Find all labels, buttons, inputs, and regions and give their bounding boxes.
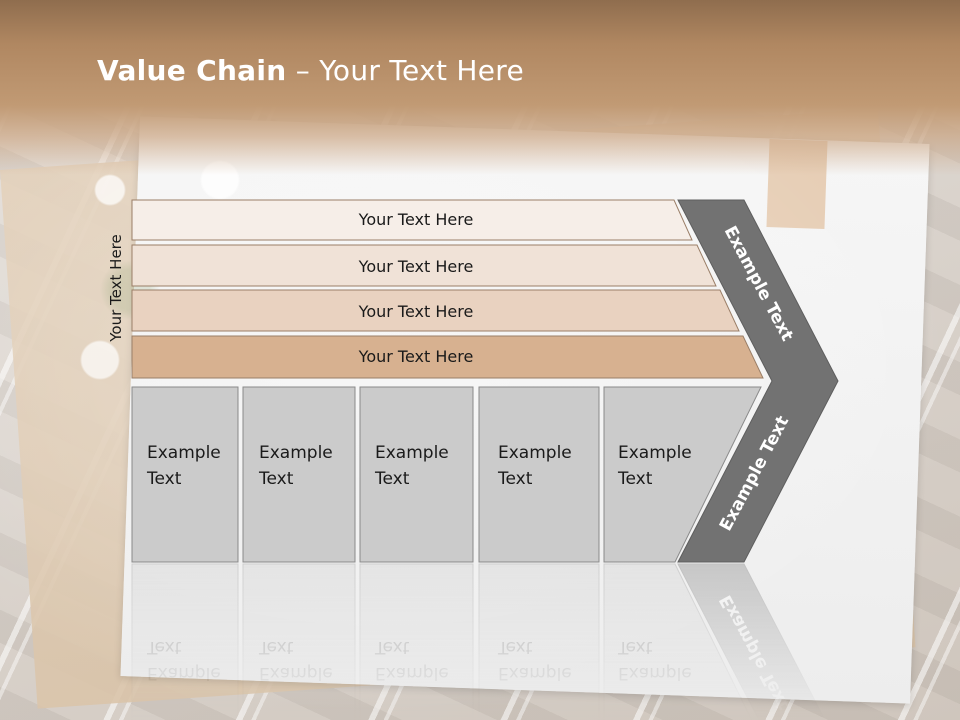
box-4-line2: Text <box>497 469 533 489</box>
row-3[interactable]: Your Text Here <box>131 289 740 332</box>
reflection-box-5-line1: Example <box>618 663 692 683</box>
reflection-box-5-line2: Text <box>617 637 653 657</box>
box-2-line1: Example <box>259 443 333 463</box>
box-1-line2: Text <box>146 469 182 489</box>
box-3-line1: Example <box>375 443 449 463</box>
slide-title[interactable]: Value Chain – Your Text Here <box>97 54 524 87</box>
box-3[interactable]: Example Text <box>359 386 474 563</box>
reflection-box-3-line2: Text <box>374 637 410 657</box>
row-2-label: Your Text Here <box>358 257 474 276</box>
box-1[interactable]: Example Text <box>131 386 239 563</box>
box-5-line1: Example <box>618 443 692 463</box>
reflection-box-1-line1: Example <box>147 663 221 683</box>
reflection-box-2-line1: Example <box>259 663 333 683</box>
row-1[interactable]: Your Text Here <box>131 199 693 241</box>
row-4[interactable]: Your Text Here <box>131 335 764 379</box>
reflection: Example Text Example Text Example Text E… <box>131 563 826 720</box>
box-4-line1: Example <box>498 443 572 463</box>
box-2[interactable]: Example Text <box>242 386 356 563</box>
reflection-box-4-line2: Text <box>497 637 533 657</box>
box-1-line1: Example <box>147 443 221 463</box>
reflection-box-4-line1: Example <box>498 663 572 683</box>
reflection-box-2-line2: Text <box>258 637 294 657</box>
title-bold: Value Chain <box>97 54 287 87</box>
reflection-box-1-line2: Text <box>146 637 182 657</box>
title-rest: – Your Text Here <box>286 54 525 87</box>
box-5[interactable]: Example Text <box>603 386 762 563</box>
box-5-line2: Text <box>617 469 653 489</box>
box-2-line2: Text <box>258 469 294 489</box>
row-1-label: Your Text Here <box>358 210 474 229</box>
box-3-line2: Text <box>374 469 410 489</box>
row-4-label: Your Text Here <box>358 347 474 366</box>
row-2[interactable]: Your Text Here <box>131 244 717 287</box>
box-4[interactable]: Example Text <box>478 386 600 563</box>
header-band <box>0 0 960 175</box>
reflection-box-3-line1: Example <box>375 663 449 683</box>
row-3-label: Your Text Here <box>358 302 474 321</box>
